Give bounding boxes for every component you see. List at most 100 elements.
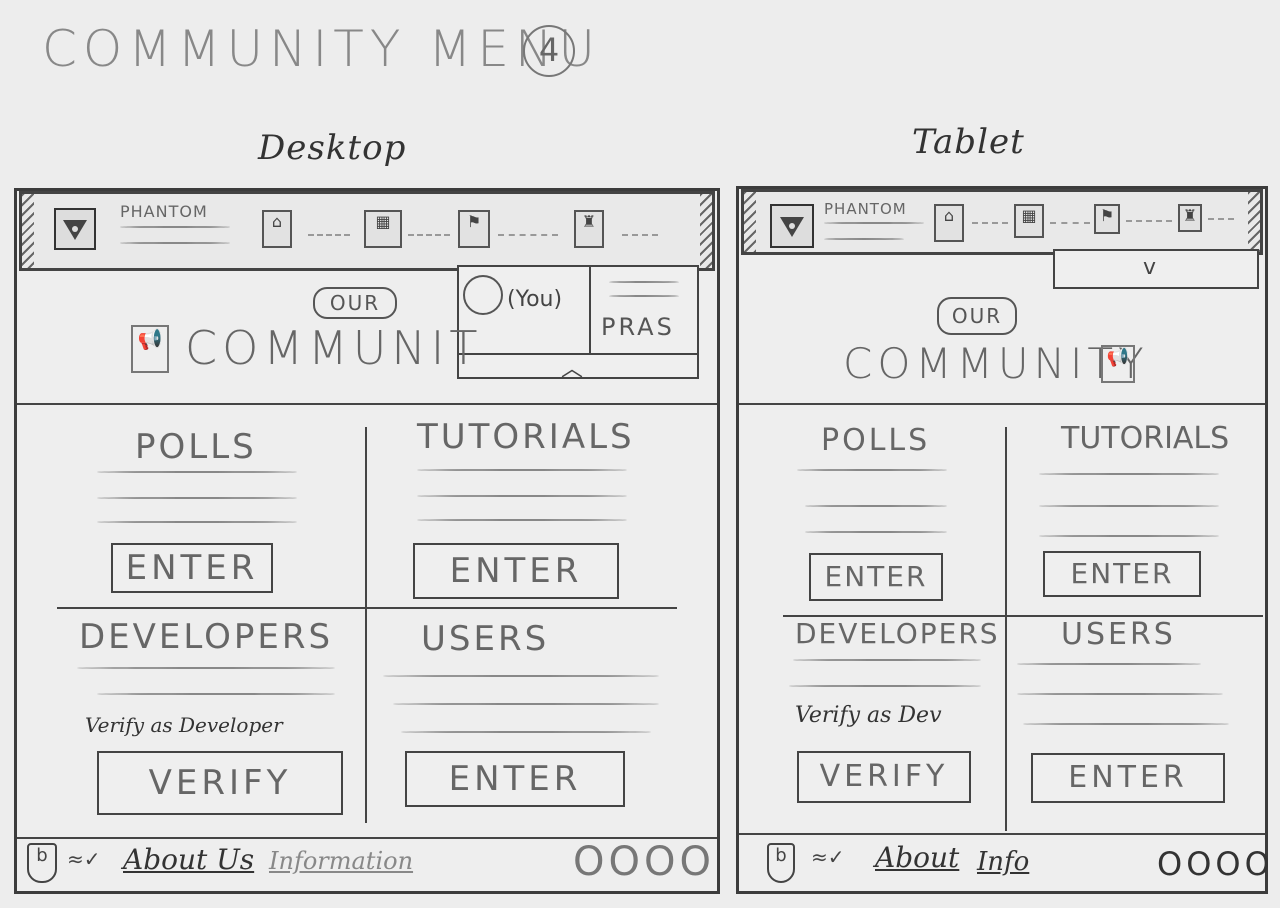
calendar-label-placeholder	[408, 234, 450, 236]
info-link[interactable]: Info	[977, 847, 1030, 877]
home-label-placeholder	[972, 222, 1008, 224]
tutorials-text-placeholder	[1039, 473, 1219, 475]
social-icons[interactable]: OOOO	[573, 839, 715, 885]
dropdown-placeholder	[609, 295, 679, 297]
user-avatar-icon[interactable]	[463, 275, 503, 315]
desktop-navbar: PHANTOM ⌂ ▦ ⚑ ♜	[19, 191, 715, 271]
hero-divider	[17, 403, 717, 405]
user-menu-dropdown[interactable]: (You) PRAS ︿	[457, 265, 699, 382]
tutorials-text-placeholder	[417, 495, 627, 497]
desktop-label: Desktop	[258, 128, 407, 168]
brand-underline	[120, 226, 230, 228]
trophy-label-placeholder	[1208, 218, 1234, 220]
brand-name[interactable]: PHANTOM	[120, 202, 208, 221]
tablet-frame: PHANTOM ⌂ ▦ ⚑ ♜ v OUR COMMUNITY 📢 POLLS …	[736, 186, 1270, 894]
polls-text-placeholder	[97, 471, 297, 473]
nav-right-edge	[1248, 192, 1260, 252]
trophy-label-placeholder	[622, 234, 658, 236]
users-text-placeholder	[393, 703, 659, 705]
verify-developer-note: Verify as Developer	[85, 713, 283, 737]
tutorials-enter-button[interactable]: ENTER	[413, 543, 619, 599]
tutorials-enter-button[interactable]: ENTER	[1043, 551, 1201, 597]
flag-icon[interactable]: ⚑	[458, 210, 490, 248]
nav-left-edge	[744, 192, 756, 252]
flag-icon[interactable]: ⚑	[1094, 204, 1120, 234]
tutorials-text-placeholder	[417, 469, 627, 471]
developers-text-placeholder	[793, 659, 981, 661]
our-badge: OUR	[937, 297, 1017, 335]
information-link[interactable]: Information	[269, 847, 414, 875]
verify-developer-button[interactable]: VERIFY	[97, 751, 343, 815]
shield-logo-icon[interactable]: b	[27, 843, 57, 883]
chevron-up-icon[interactable]: ︿	[561, 357, 584, 382]
footer-divider	[17, 837, 717, 839]
polls-enter-button[interactable]: ENTER	[809, 553, 943, 601]
users-enter-button[interactable]: ENTER	[405, 751, 625, 807]
phantom-logo-icon[interactable]	[770, 204, 814, 248]
community-heading: COMMUNIT	[185, 321, 483, 375]
polls-enter-button[interactable]: ENTER	[111, 543, 273, 593]
developers-title: DEVELOPERS	[795, 617, 1000, 650]
nav-left-edge	[22, 194, 34, 268]
user-pras-label[interactable]: PRAS	[601, 313, 675, 341]
brand-underline	[824, 222, 924, 224]
brand-tagline-placeholder	[120, 242, 230, 244]
users-enter-button[interactable]: ENTER	[1031, 753, 1225, 803]
chevron-down-icon[interactable]: v	[1143, 255, 1157, 280]
users-text-placeholder	[1023, 723, 1229, 725]
hero-divider	[739, 403, 1265, 405]
tutorials-text-placeholder	[1039, 505, 1219, 507]
tablet-label: Tablet	[912, 122, 1025, 162]
footer-divider	[739, 833, 1265, 835]
home-icon[interactable]: ⌂	[262, 210, 292, 248]
phantom-logo-icon[interactable]	[54, 208, 96, 250]
dropdown-placeholder	[609, 281, 679, 283]
polls-title: POLLS	[821, 423, 931, 458]
social-icons[interactable]: OOOO	[1157, 845, 1274, 883]
tutorials-title: TUTORIALS	[417, 417, 635, 457]
nav-dropdown-toggle[interactable]: v	[1053, 249, 1259, 289]
polls-text-placeholder	[797, 469, 947, 471]
grid-vertical-divider	[1005, 427, 1007, 831]
brand-tagline-placeholder	[824, 238, 904, 240]
trophy-icon[interactable]: ♜	[574, 210, 604, 248]
users-text-placeholder	[383, 675, 659, 677]
verify-developer-button[interactable]: VERIFY	[797, 751, 971, 803]
brand-name[interactable]: PHANTOM	[824, 200, 907, 218]
tutorials-title: TUTORIALS	[1061, 421, 1230, 456]
megaphone-icon: 📢	[1101, 345, 1135, 383]
calendar-icon[interactable]: ▦	[364, 210, 402, 248]
tutorials-text-placeholder	[417, 519, 627, 521]
home-icon[interactable]: ⌂	[934, 204, 964, 242]
megaphone-icon: 📢	[131, 325, 169, 373]
dropdown-divider	[589, 267, 591, 353]
developers-title: DEVELOPERS	[79, 617, 334, 657]
developers-text-placeholder	[77, 667, 335, 669]
about-link[interactable]: About	[875, 841, 960, 874]
polls-text-placeholder	[805, 531, 947, 533]
flag-label-placeholder	[498, 234, 558, 236]
verify-developer-note: Verify as Dev	[795, 703, 942, 728]
flag-label-placeholder	[1126, 220, 1172, 222]
calendar-label-placeholder	[1050, 222, 1090, 224]
sheet-title: COMMUNITY MENU	[42, 20, 601, 78]
desktop-frame: PHANTOM ⌂ ▦ ⚑ ♜ (You) PRAS ︿ OUR 📢 COMMU…	[14, 188, 720, 894]
users-title: USERS	[1061, 617, 1176, 652]
checklist-icon[interactable]: ≈✓	[811, 845, 845, 869]
grid-horizontal-divider	[57, 607, 677, 609]
checklist-icon[interactable]: ≈✓	[67, 847, 101, 871]
dropdown-separator	[459, 353, 697, 355]
grid-horizontal-divider	[783, 615, 1263, 617]
nav-right-edge	[700, 194, 712, 268]
home-label-placeholder	[308, 234, 350, 236]
sheet-number: 4	[523, 25, 575, 77]
about-us-link[interactable]: About Us	[123, 843, 255, 876]
polls-text-placeholder	[97, 497, 297, 499]
tablet-navbar: PHANTOM ⌂ ▦ ⚑ ♜	[741, 189, 1263, 255]
user-you-label[interactable]: (You)	[507, 287, 563, 312]
polls-title: POLLS	[135, 427, 257, 467]
trophy-icon[interactable]: ♜	[1178, 204, 1202, 232]
shield-logo-icon[interactable]: b	[767, 843, 795, 883]
polls-text-placeholder	[97, 521, 297, 523]
calendar-icon[interactable]: ▦	[1014, 204, 1044, 238]
